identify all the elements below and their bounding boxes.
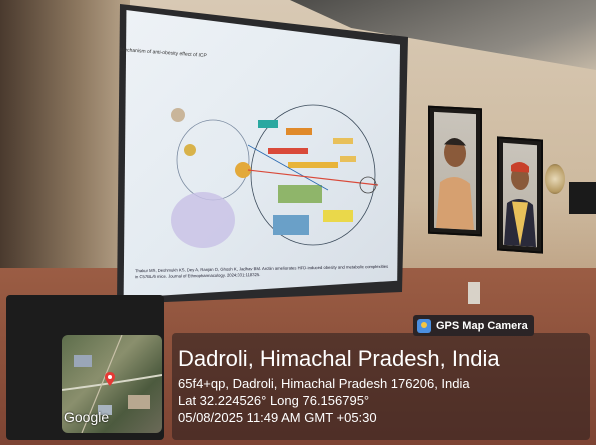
portrait-figure-right xyxy=(504,162,536,248)
projector-screen xyxy=(123,10,400,298)
location-pin-icon xyxy=(105,372,115,386)
satellite-map xyxy=(62,335,162,433)
slide-diagram xyxy=(171,104,379,248)
portrait-right xyxy=(497,136,543,254)
map-roads xyxy=(62,335,162,433)
portrait-left xyxy=(428,105,482,237)
datetime-line: 05/08/2025 11:49 AM GMT +05:30 xyxy=(178,410,377,425)
badge-label: GPS Map Camera xyxy=(436,319,528,332)
google-logo: Google xyxy=(64,409,110,425)
gps-map-camera-badge: GPS Map Camera xyxy=(413,315,534,336)
wall-switch xyxy=(468,282,480,304)
coordinates-line: Lat 32.224526° Long 76.156795° xyxy=(178,393,370,408)
address-line: 65f4+qp, Dadroli, Himachal Pradesh 17620… xyxy=(178,376,470,391)
portrait-figure-left xyxy=(436,138,474,230)
location-title: Dadroli, Himachal Pradesh, India xyxy=(178,346,500,371)
wall-speaker xyxy=(569,182,596,214)
gps-camera-app-icon xyxy=(417,318,431,333)
wall-clock xyxy=(545,164,565,194)
map-thumbnail[interactable] xyxy=(6,295,164,440)
left-wall xyxy=(0,0,130,300)
gps-overlay-panel xyxy=(172,333,590,440)
